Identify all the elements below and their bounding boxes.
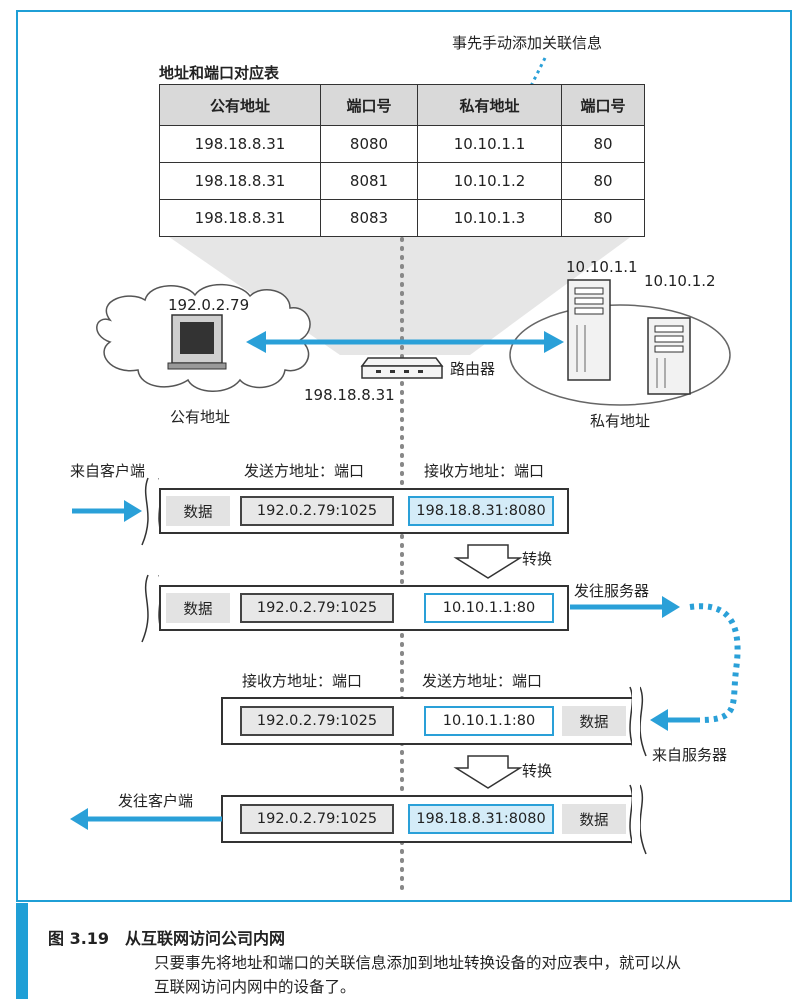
- server-loop-dotted: [689, 603, 741, 723]
- table-cell: 10.10.1.3: [417, 199, 562, 237]
- annotation-leader: [528, 57, 547, 89]
- client-ip-label: 192.0.2.79: [168, 296, 250, 314]
- public-address-label: 公有地址: [170, 408, 231, 426]
- payload-data-box: 数据: [562, 804, 626, 834]
- from-client-label: 来自客户端: [70, 462, 146, 480]
- server-icon: [567, 279, 611, 381]
- destination-address-box: 198.18.8.31:8080: [408, 496, 554, 526]
- payload-data-box: 数据: [562, 706, 626, 736]
- column-header: 端口号: [561, 84, 645, 126]
- source-address-box: 198.18.8.31:8080: [408, 804, 554, 834]
- to-client-label: 发往客户端: [118, 792, 194, 810]
- convert-label: 转换: [522, 762, 553, 780]
- convert-arrow-icon: [453, 755, 523, 789]
- arrow-to-server: [570, 596, 680, 618]
- private-network-ellipse: [509, 304, 731, 406]
- table-cell: 8080: [320, 125, 418, 163]
- convert-arrow-icon: [453, 544, 523, 579]
- table-title: 地址和端口对应表: [159, 64, 280, 82]
- table-cell: 198.18.8.31: [159, 162, 321, 200]
- figure-caption-title: 图 3.19 从互联网访问公司内网: [48, 929, 286, 948]
- column-header: 私有地址: [417, 84, 562, 126]
- sender-header-label: 发送方地址：端口: [244, 462, 365, 480]
- router-ip-label: 198.18.8.31: [304, 386, 395, 404]
- table-projection: [159, 230, 640, 355]
- table-cell: 10.10.1.2: [417, 162, 562, 200]
- nat-mapping-table: 公有地址 端口号 私有地址 端口号 198.18.8.31 8080 10.10…: [159, 84, 645, 237]
- table-cell: 198.18.8.31: [159, 125, 321, 163]
- caption-text-line: 只要事先将地址和端口的关联信息添加到地址转换设备的对应表中，就可以从: [154, 954, 682, 972]
- table-header-row: 公有地址 端口号 私有地址 端口号: [159, 84, 645, 126]
- receiver-header-label: 接收方地址：端口: [242, 672, 363, 690]
- sender-header-label: 发送方地址：端口: [422, 672, 543, 690]
- router-label: 路由器: [450, 360, 496, 378]
- server2-ip-label: 10.10.1.2: [644, 272, 716, 290]
- server1-ip-label: 10.10.1.1: [566, 258, 638, 276]
- private-address-label: 私有地址: [590, 412, 651, 430]
- manual-note-label: 事先手动添加关联信息: [452, 34, 603, 52]
- table-cell: 80: [561, 125, 645, 163]
- table-cell: 80: [561, 199, 645, 237]
- column-header: 端口号: [320, 84, 418, 126]
- source-address-box: 192.0.2.79:1025: [240, 496, 394, 526]
- caption-text-line: 互联网访问内网中的设备了。: [154, 978, 356, 996]
- client-computer-icon: [167, 314, 227, 370]
- from-server-label: 来自服务器: [652, 746, 728, 764]
- server-icon: [647, 317, 691, 395]
- destination-address-box: 10.10.1.1:80: [424, 593, 554, 623]
- table-cell: 80: [561, 162, 645, 200]
- convert-label: 转换: [522, 550, 553, 568]
- payload-data-box: 数据: [166, 496, 230, 526]
- connection-double-arrow: [246, 331, 564, 353]
- router-icon: [360, 357, 444, 379]
- arrow-from-server: [650, 709, 700, 731]
- receiver-header-label: 接收方地址：端口: [424, 462, 545, 480]
- table-cell: 10.10.1.1: [417, 125, 562, 163]
- column-header: 公有地址: [159, 84, 321, 126]
- source-address-box: 10.10.1.1:80: [424, 706, 554, 736]
- table-cell: 8081: [320, 162, 418, 200]
- table-cell: 198.18.8.31: [159, 199, 321, 237]
- to-server-label: 发往服务器: [574, 582, 650, 600]
- destination-address-box: 192.0.2.79:1025: [240, 804, 394, 834]
- arrow-from-client: [72, 500, 142, 522]
- table-cell: 8083: [320, 199, 418, 237]
- payload-data-box: 数据: [166, 593, 230, 623]
- arrow-to-client: [70, 808, 222, 830]
- table-row: 198.18.8.31 8081 10.10.1.2 80: [159, 162, 645, 200]
- destination-address-box: 192.0.2.79:1025: [240, 706, 394, 736]
- caption-accent-bar: [16, 903, 28, 999]
- table-row: 198.18.8.31 8083 10.10.1.3 80: [159, 199, 645, 237]
- source-address-box: 192.0.2.79:1025: [240, 593, 394, 623]
- table-row: 198.18.8.31 8080 10.10.1.1 80: [159, 125, 645, 163]
